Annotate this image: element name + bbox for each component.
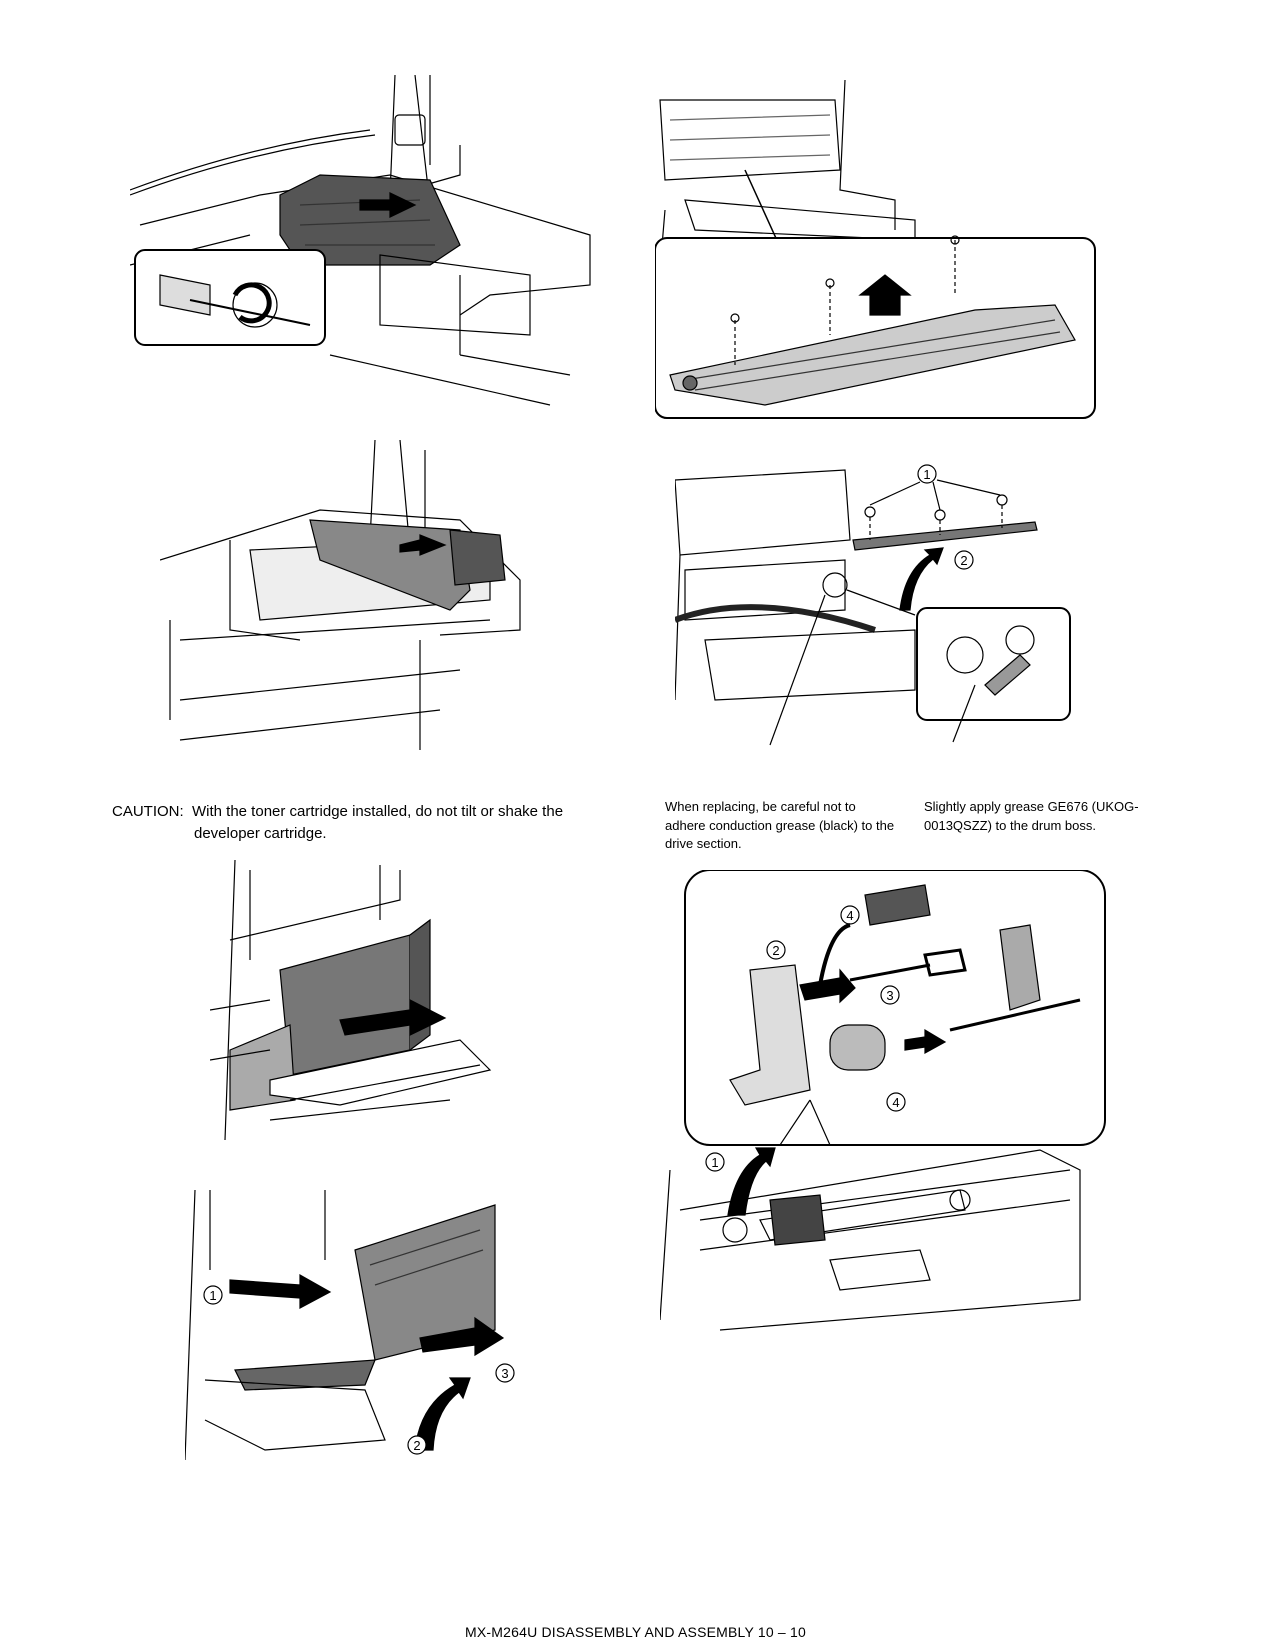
svg-text:1: 1 xyxy=(209,1288,216,1303)
svg-text:2: 2 xyxy=(413,1438,420,1453)
svg-text:3: 3 xyxy=(886,988,893,1003)
svg-text:1: 1 xyxy=(923,467,930,482)
figure-drum-cover-grease: 1 2 xyxy=(675,460,1115,780)
figure-feed-cover-steps: 1 3 2 xyxy=(185,1190,525,1460)
note-conduction-grease: When replacing, be careful not to adhere… xyxy=(665,799,895,851)
svg-text:4: 4 xyxy=(846,908,853,923)
figure-pickup-roller-replacement: 4 2 3 4 1 xyxy=(660,870,1120,1390)
note-apply-grease: Slightly apply grease GE676 (UKOG-0013QS… xyxy=(924,799,1139,833)
svg-text:4: 4 xyxy=(892,1095,899,1110)
caution-line-1: With the toner cartridge installed, do n… xyxy=(192,803,564,820)
caution-line-2: developer cartridge. xyxy=(194,825,327,842)
svg-text:2: 2 xyxy=(772,943,779,958)
caution-note: CAUTION: With the toner cartridge install… xyxy=(112,801,632,845)
figure-toner-cartridge-removal xyxy=(130,75,600,415)
figure-rail-screws-removal xyxy=(655,70,1125,430)
svg-text:3: 3 xyxy=(501,1366,508,1381)
caution-label: CAUTION: xyxy=(112,803,184,820)
page-footer: MX-M264U DISASSEMBLY AND ASSEMBLY 10 – 1… xyxy=(465,1624,806,1640)
figure-developer-cartridge-removal xyxy=(160,440,560,760)
figure-feed-unit-cover-removal xyxy=(210,860,500,1150)
svg-text:1: 1 xyxy=(711,1155,718,1170)
svg-text:2: 2 xyxy=(960,553,967,568)
